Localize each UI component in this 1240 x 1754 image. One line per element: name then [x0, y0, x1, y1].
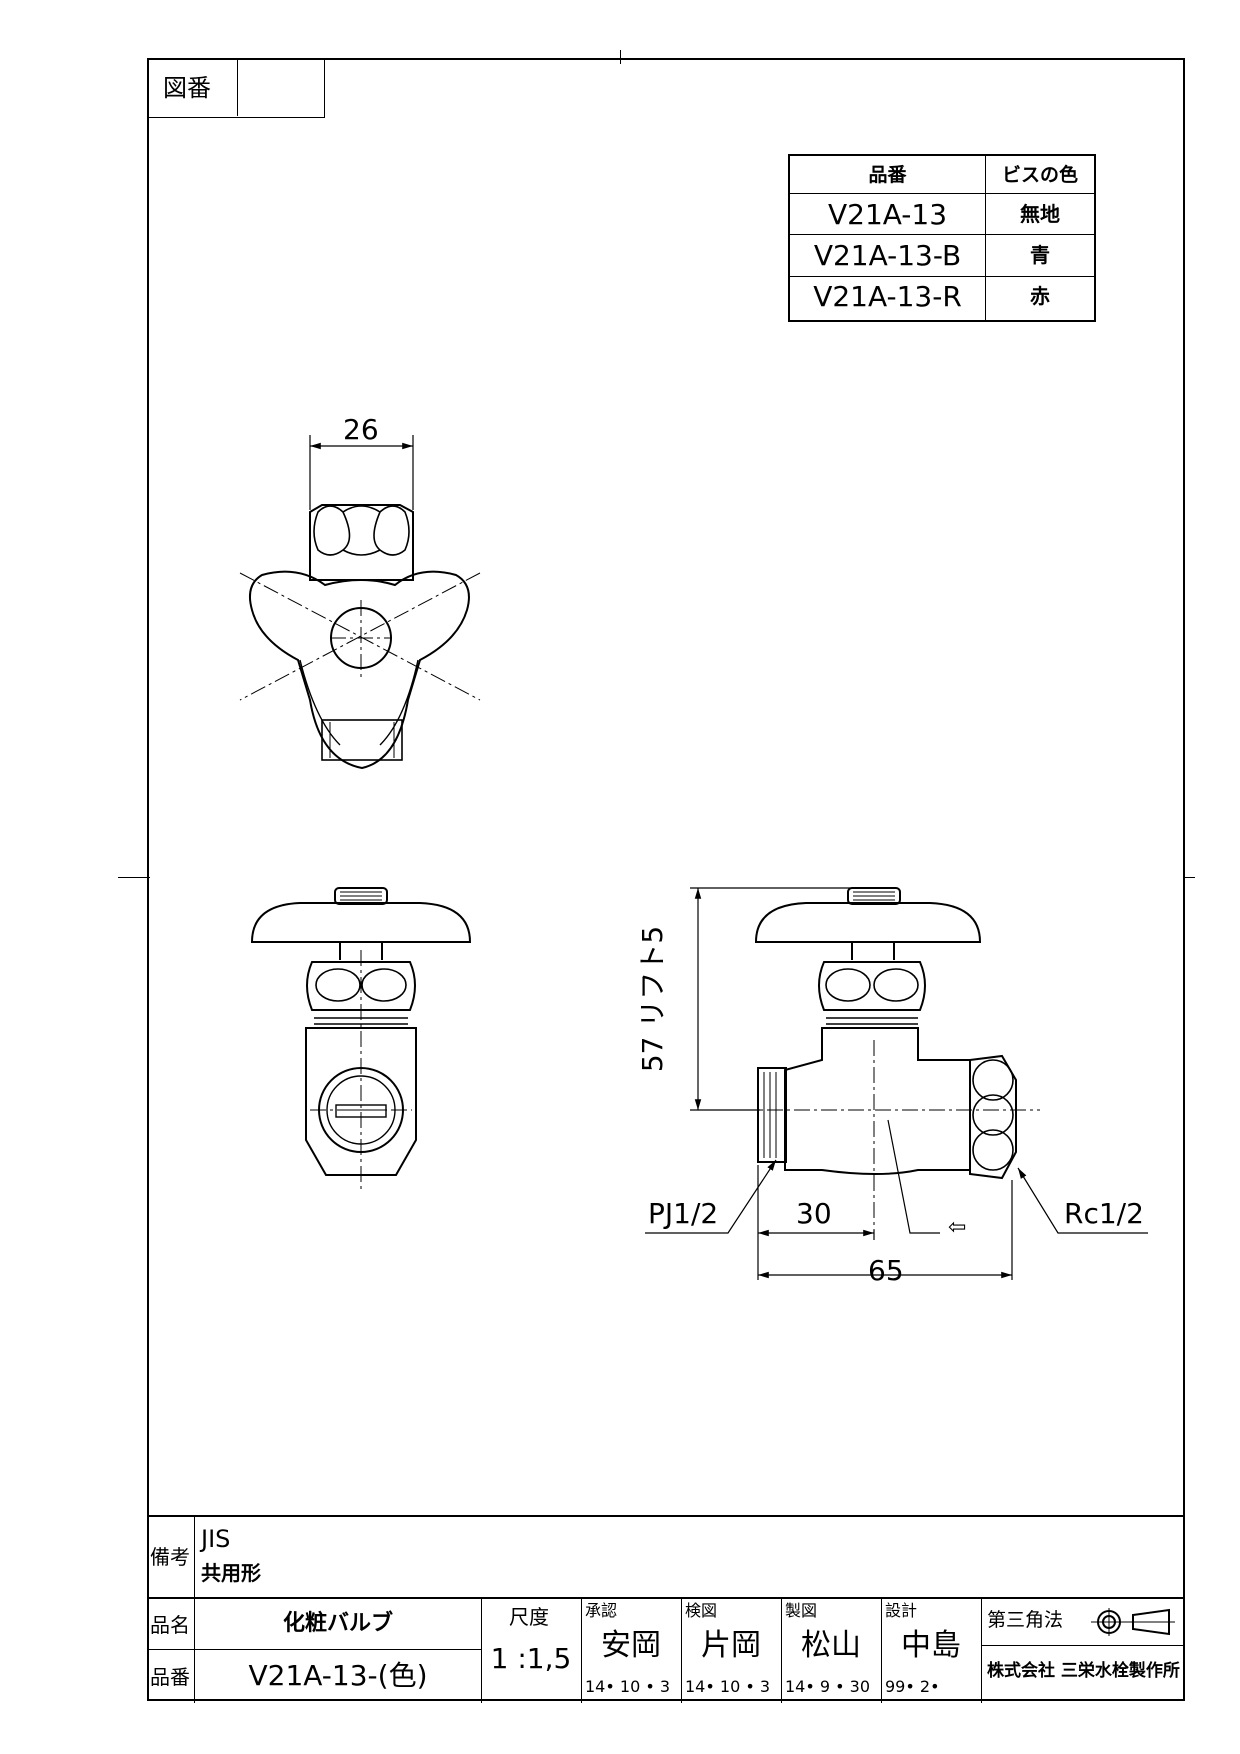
approved-name: 安岡 — [601, 1628, 661, 1663]
color-table-row-2-color: 青 — [1030, 243, 1050, 267]
scale-value: 1 :1,5 — [490, 1642, 572, 1675]
part-number-label: 品番 — [150, 1665, 190, 1689]
third-angle-projection-icon — [1091, 1608, 1175, 1636]
company-name: 株式会社 三栄水栓製作所 — [987, 1661, 1180, 1681]
side-view — [645, 887, 1148, 1280]
part-name-label: 品名 — [150, 1613, 190, 1637]
approved-date: 14• 10 • 3 — [585, 1677, 671, 1696]
center-mark-top — [620, 50, 621, 64]
dimension-top-width: 26 — [343, 413, 379, 446]
notes-section: 備考 JIS 共用形 — [147, 1515, 1185, 1599]
color-table-row-1-part: V21A-13 — [827, 198, 948, 231]
checked-name: 片岡 — [701, 1628, 761, 1663]
drawn-label: 製図 — [785, 1601, 818, 1620]
designed-label: 設計 — [885, 1601, 918, 1620]
dimension-center-offset: 30 — [796, 1197, 832, 1230]
front-view — [250, 887, 472, 1190]
checked-date: 14• 10 • 3 — [685, 1677, 771, 1696]
color-table-row-3-color: 赤 — [1030, 284, 1050, 308]
dimension-outlet-thread: Rc1/2 — [1064, 1197, 1144, 1230]
dimension-total-length: 65 — [868, 1254, 904, 1287]
drawing-number-label: 図番 — [163, 74, 211, 102]
drawn-name: 松山 — [801, 1628, 861, 1663]
center-mark-left — [118, 877, 150, 878]
color-table-row-3-part: V21A-13-R — [813, 280, 962, 313]
drawing-number-box: 図番 — [147, 58, 325, 118]
part-number-value: V21A-13-(色) — [248, 1659, 428, 1692]
dimension-height: 57 リフト5 — [636, 925, 670, 1073]
notes-line-1: JIS — [201, 1525, 231, 1553]
top-view — [239, 435, 481, 770]
checked-label: 検図 — [685, 1601, 718, 1620]
designed-name: 中島 — [901, 1628, 961, 1663]
projection-label: 第三角法 — [987, 1609, 1064, 1631]
approved-label: 承認 — [585, 1601, 618, 1620]
color-table-row-1-color: 無地 — [1020, 202, 1060, 226]
color-table: 品番 ビスの色 V21A-13 無地 V21A-13-B 青 V21A-13-R… — [788, 154, 1096, 322]
designed-date: 99• 2• — [885, 1677, 940, 1696]
title-block: 品名 化粧バルブ 品番 V21A-13-(色) 尺度 1 :1,5 承認 安岡 … — [147, 1597, 1185, 1703]
center-mark-right — [1183, 877, 1195, 878]
part-name-value: 化粧バルブ — [282, 1611, 393, 1636]
notes-line-2: 共用形 — [201, 1561, 261, 1585]
scale-label: 尺度 — [509, 1605, 549, 1629]
color-table-header-part: 品番 — [868, 164, 907, 186]
color-table-header-color: ビスの色 — [1001, 164, 1078, 186]
drawing-frame — [147, 58, 1185, 1701]
notes-label: 備考 — [150, 1545, 190, 1569]
drawn-date: 14• 9 • 30 — [785, 1677, 871, 1696]
flow-direction-arrow: ⇦ — [948, 1215, 967, 1240]
color-table-row-2-part: V21A-13-B — [813, 239, 962, 272]
dimension-inlet-thread: PJ1/2 — [648, 1197, 719, 1230]
